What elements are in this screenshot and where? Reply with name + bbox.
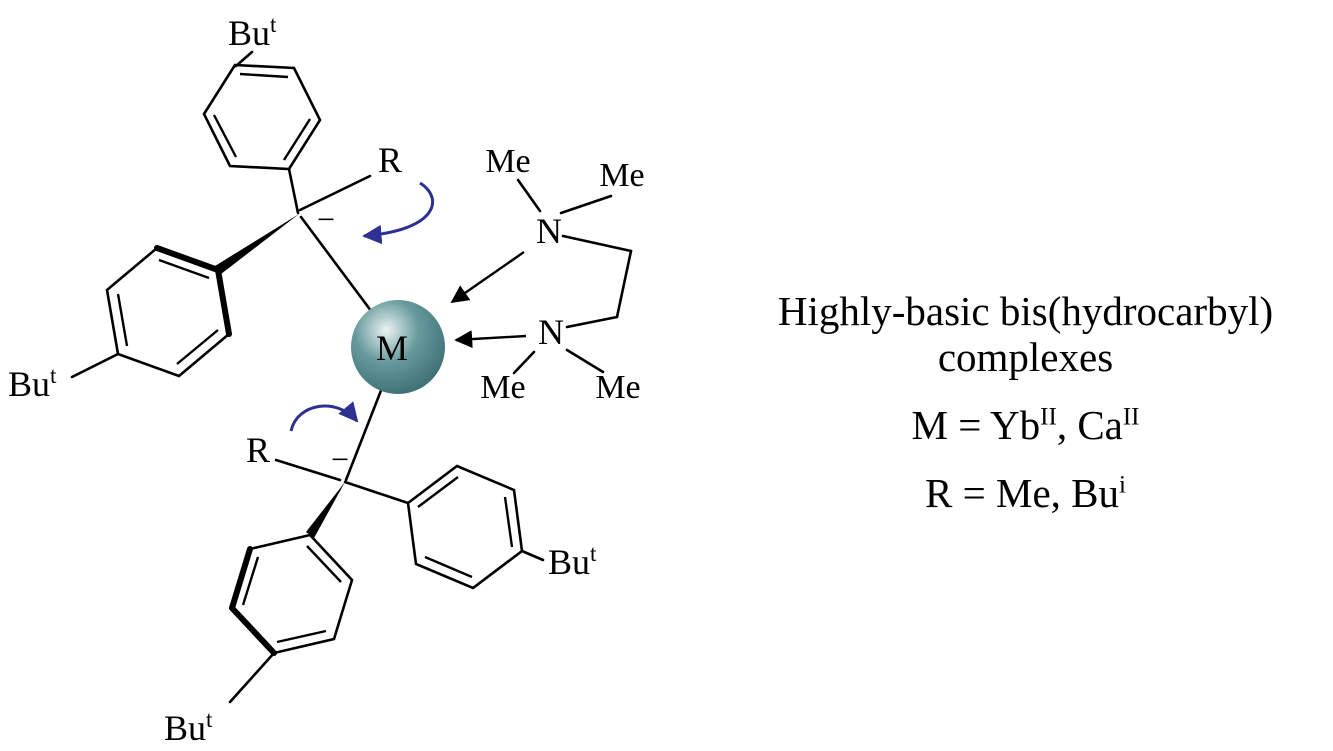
double-bond	[116, 293, 129, 347]
bold-bond	[229, 605, 277, 656]
metal-label: M	[376, 328, 408, 368]
methyl-label: Me	[485, 143, 530, 180]
dative-arrow	[454, 330, 527, 349]
carbanion-charge: −	[317, 201, 335, 237]
benzene-ring	[406, 464, 524, 590]
double-bond	[158, 258, 210, 280]
metal-assignment-text: M = Yb	[911, 401, 1041, 448]
bond	[561, 234, 633, 253]
tert-butyl-label: But	[548, 541, 597, 582]
curved-arrow	[289, 401, 359, 432]
methyl-label: Me	[480, 369, 525, 406]
double-bond	[282, 118, 312, 161]
double-bond	[276, 629, 327, 644]
wedge-bond	[215, 214, 299, 274]
oxidation-state: II	[1040, 403, 1057, 430]
aryl-ring-bottom-left	[228, 533, 354, 704]
curved-arrow	[362, 181, 435, 245]
atom-labels: But But But But R R − − N N Me Me Me Me	[8, 12, 645, 748]
nitrogen-label: N	[536, 211, 562, 251]
bold-bond	[154, 245, 221, 273]
bond	[559, 194, 613, 215]
double-bond	[239, 72, 289, 79]
metal-sphere	[351, 300, 445, 394]
wedge-bond	[306, 482, 345, 538]
caption-line-1: Highly-basic bis(hydrocarbyl)	[777, 288, 1274, 334]
methyl-label: Me	[599, 157, 644, 194]
r-assignment-text: R = Me, Bu	[925, 469, 1120, 516]
double-bond	[424, 555, 473, 579]
double-bond	[306, 545, 342, 583]
carbanion-charge: −	[331, 441, 349, 477]
bond	[274, 458, 342, 482]
bond	[615, 249, 633, 319]
bond	[516, 178, 542, 213]
bond	[565, 348, 605, 374]
double-bond	[241, 556, 260, 606]
bond	[228, 651, 276, 704]
metal-assignment-text: , Ca	[1056, 401, 1123, 448]
double-bond	[212, 114, 238, 158]
bond	[70, 352, 120, 379]
bond	[343, 480, 410, 505]
methyl-label: Me	[595, 369, 640, 406]
tmeda-ligand	[512, 178, 633, 375]
double-bond	[503, 496, 514, 548]
bold-bond	[215, 267, 232, 337]
bond	[287, 167, 300, 215]
tert-butyl-label: But	[8, 363, 57, 404]
tert-butyl-label: But	[228, 12, 277, 53]
metal-assignment: M = YbII, CaII	[718, 401, 1333, 449]
double-bond	[176, 329, 219, 365]
bond	[565, 315, 619, 329]
nitrogen-label: N	[538, 312, 564, 352]
bond	[520, 549, 545, 562]
aryl-ring-top	[202, 50, 322, 215]
dative-arrows	[450, 251, 527, 349]
tert-butyl-label: But	[164, 707, 213, 748]
dative-arrow	[450, 251, 525, 304]
bond	[512, 350, 536, 375]
bold-bond	[229, 546, 253, 611]
bond	[234, 50, 254, 68]
electron-arrows	[289, 181, 435, 432]
caption-line-2: complexes	[937, 334, 1114, 381]
oxidation-state: II	[1122, 403, 1140, 430]
isobutyl-superscript: i	[1119, 471, 1126, 498]
benzene-ring	[202, 63, 322, 171]
r-group-label: R	[246, 430, 270, 470]
aryl-ring-left	[70, 245, 232, 379]
caption: Highly-basic bis(hydrocarbyl) complexes …	[718, 288, 1333, 517]
r-assignment: R = Me, Bui	[718, 469, 1333, 517]
r-group-label: R	[378, 140, 402, 180]
aryl-ring-bottom-right	[343, 464, 545, 590]
bond	[298, 174, 372, 212]
carbanion-bonds	[215, 174, 372, 538]
double-bond	[417, 476, 459, 508]
